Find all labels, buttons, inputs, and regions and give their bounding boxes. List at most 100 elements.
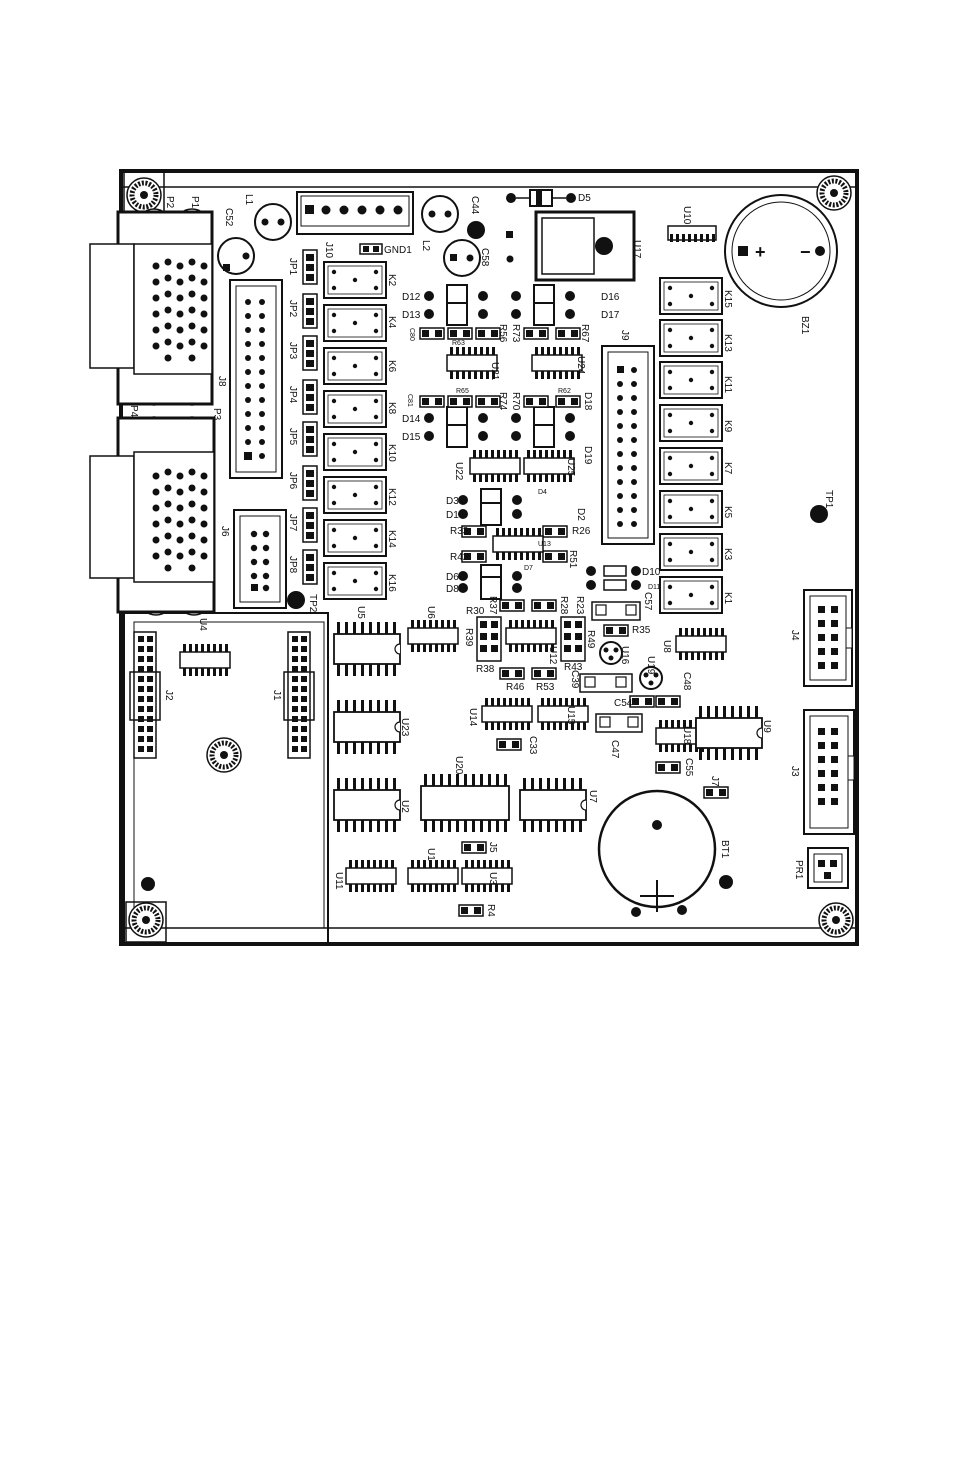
label-j10: J10 bbox=[323, 242, 334, 259]
label-r70: R70 bbox=[510, 392, 521, 411]
label-c81: C81 bbox=[406, 394, 413, 407]
label-k13: K13 bbox=[722, 334, 733, 352]
label-c33: C33 bbox=[527, 736, 538, 755]
label-k4: K4 bbox=[386, 316, 397, 329]
label-p3: P3 bbox=[211, 408, 222, 421]
label-u25: U25 bbox=[565, 458, 576, 477]
label-jp7: JP7 bbox=[287, 514, 298, 532]
label-u6: U6 bbox=[425, 606, 436, 619]
label-d6: D6 bbox=[446, 572, 459, 583]
label-u16: U16 bbox=[619, 646, 630, 665]
label-d8: D8 bbox=[446, 584, 459, 595]
label-r62: R62 bbox=[558, 388, 571, 395]
label-k10: K10 bbox=[386, 444, 397, 462]
label-j8: J8 bbox=[216, 376, 227, 387]
label-r65: R65 bbox=[456, 388, 469, 395]
diode-banks bbox=[423, 284, 641, 600]
label-k7: K7 bbox=[722, 462, 733, 475]
label-p4: P4 bbox=[128, 405, 139, 418]
label-k5: K5 bbox=[722, 506, 733, 519]
label-j5: J5 bbox=[487, 842, 498, 853]
label-r49: R49 bbox=[585, 630, 596, 649]
label-p2: P2 bbox=[164, 196, 175, 209]
label-r37: R37 bbox=[487, 596, 498, 615]
label-j3: J3 bbox=[789, 766, 800, 777]
label-u2: U2 bbox=[399, 800, 410, 813]
label-r46: R46 bbox=[506, 682, 525, 693]
label-u4: U4 bbox=[197, 618, 208, 631]
label-p1: P1 bbox=[189, 196, 200, 209]
connector-j9 bbox=[601, 345, 655, 545]
label-d5: D5 bbox=[578, 193, 591, 204]
label-u19: U19 bbox=[645, 656, 656, 675]
label-jp3: JP3 bbox=[287, 342, 298, 360]
label-r33: R33 bbox=[450, 526, 469, 537]
resistor-arrays bbox=[476, 616, 586, 662]
label-bz1: BZ1 bbox=[799, 316, 810, 335]
label-d15: D15 bbox=[402, 432, 421, 443]
label-r73: R73 bbox=[510, 324, 521, 343]
label-minus: − bbox=[800, 242, 811, 262]
label-k3: K3 bbox=[722, 548, 733, 561]
label-r4: R4 bbox=[485, 904, 496, 917]
label-j1: J1 bbox=[271, 690, 282, 701]
label-jp5: JP5 bbox=[287, 428, 298, 446]
label-c80: C80 bbox=[408, 328, 415, 341]
diode-d5-and-regulator-u17 bbox=[506, 189, 636, 282]
label-c48: C48 bbox=[681, 672, 692, 691]
label-c39: C39 bbox=[569, 670, 580, 689]
label-jp8: JP8 bbox=[287, 556, 298, 574]
label-gnd1: GND1 bbox=[384, 245, 412, 256]
label-r43: R43 bbox=[564, 662, 583, 673]
label-bt1: BT1 bbox=[719, 840, 730, 859]
label-l2: L2 bbox=[420, 240, 431, 252]
label-c55: C55 bbox=[683, 758, 694, 777]
connector-j6 bbox=[233, 509, 305, 609]
label-r39: R39 bbox=[463, 628, 474, 647]
label-u10: U10 bbox=[681, 206, 692, 225]
battery-bt1 bbox=[597, 789, 733, 917]
label-d3: D3 bbox=[446, 496, 459, 507]
label-u14: U14 bbox=[467, 708, 478, 727]
label-jp1: JP1 bbox=[287, 258, 298, 276]
label-d17: D17 bbox=[601, 310, 620, 321]
label-j7: J7 bbox=[709, 776, 720, 787]
label-r42: R42 bbox=[450, 552, 469, 563]
label-r30: R30 bbox=[466, 606, 485, 617]
label-u5: U5 bbox=[355, 606, 366, 619]
label-r23: R23 bbox=[574, 596, 585, 615]
label-u23: U23 bbox=[399, 718, 410, 737]
label-k15: K15 bbox=[722, 290, 733, 308]
label-d4: D4 bbox=[538, 489, 547, 496]
label-k1: K1 bbox=[722, 592, 733, 605]
test-point-tp1 bbox=[810, 505, 828, 523]
label-j2: J2 bbox=[163, 690, 174, 701]
label-d13: D13 bbox=[402, 310, 421, 321]
label-u20: U20 bbox=[453, 756, 464, 775]
label-k14: K14 bbox=[386, 530, 397, 548]
label-k6: K6 bbox=[386, 360, 397, 373]
reference-designators: P2 P1 P4 P3 C52 L1 J10 GND1 C44 L2 C58 D… bbox=[128, 193, 834, 917]
label-d10: D10 bbox=[642, 567, 661, 578]
dip-ics bbox=[333, 621, 763, 833]
db-connector-upper bbox=[89, 210, 214, 406]
label-r28: R28 bbox=[558, 596, 569, 615]
label-r56: R56 bbox=[497, 324, 508, 343]
label-u12: U12 bbox=[547, 646, 558, 665]
label-u18: U18 bbox=[681, 726, 692, 745]
label-jp4: JP4 bbox=[287, 386, 298, 404]
capacitors-round bbox=[217, 195, 485, 277]
label-c57: C57 bbox=[642, 592, 653, 611]
connector-j8 bbox=[229, 279, 283, 479]
label-jp2: JP2 bbox=[287, 300, 298, 318]
label-pr1: PR1 bbox=[793, 860, 804, 880]
label-k2: K2 bbox=[386, 274, 397, 287]
label-u13: U13 bbox=[538, 541, 551, 548]
label-tp2: TP2 bbox=[307, 594, 318, 613]
label-c47: C47 bbox=[609, 740, 620, 759]
label-u7: U7 bbox=[587, 790, 598, 803]
label-d7: D7 bbox=[524, 565, 533, 572]
label-u11: U11 bbox=[333, 872, 344, 890]
db-connector-lower bbox=[89, 416, 216, 614]
